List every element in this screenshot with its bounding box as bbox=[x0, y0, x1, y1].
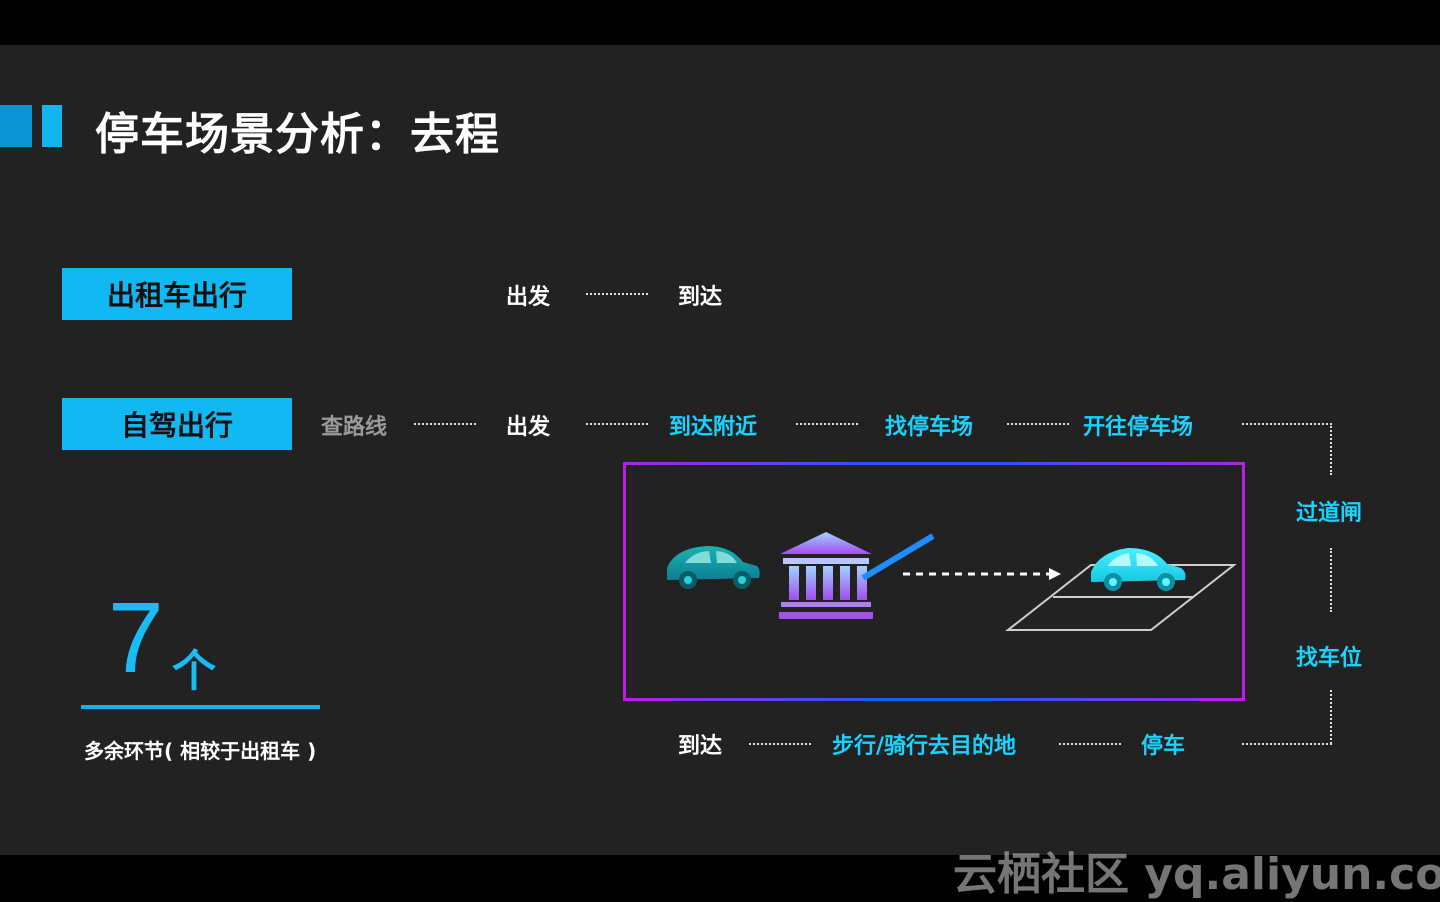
taxi-step-arrive: 到达 bbox=[678, 285, 723, 310]
step-park: 停车 bbox=[1141, 734, 1186, 759]
dotted-connector-vertical bbox=[1330, 548, 1332, 612]
slide bbox=[0, 45, 1440, 855]
stat-note: 多余环节( 相较于出租车 ) bbox=[84, 739, 317, 763]
step-find-spot: 找车位 bbox=[1296, 646, 1363, 671]
parking-illustration bbox=[667, 532, 1237, 631]
page-title: 停车场景分析：去程 bbox=[95, 109, 500, 160]
illustration-frame bbox=[623, 462, 1245, 701]
step-pass-gate: 过道闸 bbox=[1296, 501, 1363, 526]
step-depart: 出发 bbox=[506, 415, 551, 440]
dotted-connector bbox=[1242, 423, 1332, 425]
dotted-connector bbox=[796, 423, 858, 425]
step-find-lot: 找停车场 bbox=[885, 415, 974, 440]
frame-gradient-top bbox=[626, 462, 1242, 465]
dotted-connector-vertical bbox=[1330, 690, 1332, 744]
title-accent-bar bbox=[0, 105, 32, 147]
title-accent-bar-small bbox=[42, 105, 62, 147]
step-arrive: 到达 bbox=[678, 734, 723, 759]
step-walk-to-destination: 步行/骑行去目的地 bbox=[832, 734, 1017, 759]
stat-value: 7 bbox=[108, 582, 164, 694]
arrow-icon bbox=[903, 568, 1061, 580]
dotted-connector bbox=[586, 293, 648, 295]
frame-gradient-bottom bbox=[626, 698, 1242, 701]
stat-underline bbox=[81, 705, 320, 709]
stat-unit: 个 bbox=[172, 646, 216, 697]
watermark: 云栖社区 yq.aliyun.com bbox=[953, 849, 1440, 900]
dotted-connector bbox=[749, 743, 811, 745]
selfdrive-label-box: 自驾出行 bbox=[62, 398, 292, 450]
step-drive-to-lot: 开往停车场 bbox=[1083, 415, 1194, 440]
step-arrive-nearby: 到达附近 bbox=[669, 415, 758, 440]
car-icon bbox=[667, 546, 760, 589]
taxi-step-depart: 出发 bbox=[506, 285, 551, 310]
barrier-arm-icon bbox=[861, 533, 935, 581]
taxi-label-box: 出租车出行 bbox=[62, 268, 292, 320]
dotted-connector bbox=[1007, 423, 1069, 425]
dotted-connector bbox=[1242, 743, 1332, 745]
dotted-connector bbox=[1059, 743, 1121, 745]
dotted-connector bbox=[586, 423, 648, 425]
dotted-connector bbox=[414, 423, 476, 425]
parking-space-icon bbox=[1005, 564, 1237, 631]
dotted-connector-vertical bbox=[1330, 423, 1332, 475]
step-check-route: 查路线 bbox=[321, 415, 388, 440]
gate-building-icon bbox=[779, 532, 873, 619]
parked-car-icon bbox=[1091, 548, 1186, 591]
